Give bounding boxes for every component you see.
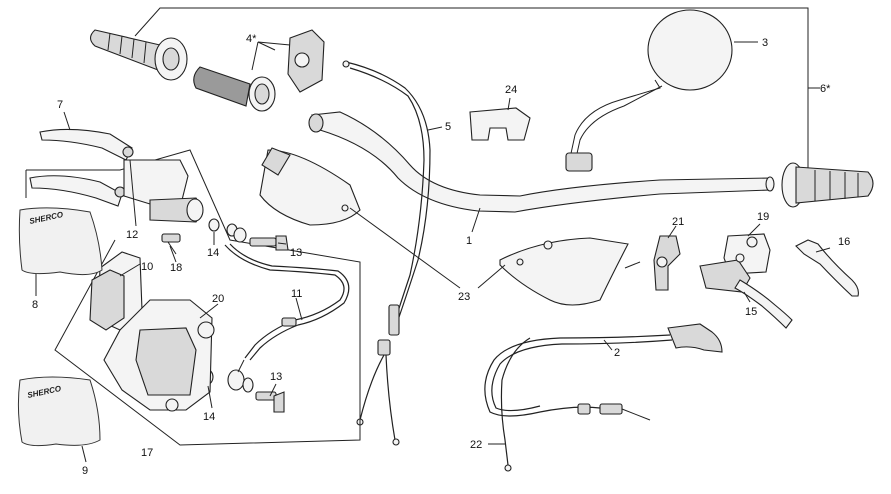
callout-14a: 14 [207,247,219,259]
callout-13a: 13 [290,247,302,259]
callout-22: 22 [470,439,482,451]
clutch-lever-7 [39,128,134,161]
callout-8: 8 [32,299,38,311]
banjo-upper [208,218,289,251]
callout-1: 1 [466,235,472,247]
callout-9: 9 [82,465,88,477]
leader-23b [477,264,506,289]
grease-bag-9: SHERCO [17,376,101,447]
callout-2: 2 [614,347,620,359]
brake-hose [224,243,350,391]
clutch-cable [484,323,723,421]
handlebar [308,111,775,213]
callout-10: 10 [141,261,153,273]
brake-caliper [103,299,215,412]
throttle-cable [342,60,431,446]
callout-14b: 14 [203,411,215,423]
switch-21 [653,235,681,291]
cable-22 [500,337,531,472]
clutch-perch-19 [699,233,771,293]
callout-20: 20 [212,293,224,305]
callout-15: 15 [745,306,757,318]
leader-lines [35,41,831,463]
callout-labels: 1 2 3 4* 5 6* 7 8 9 10 11 12 13 13 14 14… [32,33,850,477]
callout-3: 3 [762,37,768,49]
right-grip [781,162,874,208]
brake-pads [89,251,143,331]
grease-bag-8: SHERCO [18,207,103,276]
mirror [565,9,733,172]
callout-11: 11 [291,288,302,300]
callout-12: 12 [126,229,138,241]
callout-7: 7 [57,99,63,111]
leader-23 [349,207,461,289]
callout-16: 16 [838,236,850,248]
callout-13b: 13 [270,371,282,383]
callout-5: 5 [445,121,451,133]
bleed-screw-18 [161,233,181,255]
callout-19: 19 [757,211,769,223]
lever-16 [795,239,859,297]
callout-21: 21 [672,216,684,228]
callout-24: 24 [505,84,517,96]
grip-group-outline [134,7,820,170]
hand-guard-right [499,237,641,306]
left-grip [89,29,188,81]
callout-17: 17 [141,447,153,459]
callout-23: 23 [458,291,470,303]
throttle-assembly [193,29,325,112]
callout-4: 4* [246,33,257,45]
hand-guard-left [259,147,361,226]
lever-15 [734,279,793,329]
callout-18: 18 [170,262,182,274]
handlebar-clamp [469,107,531,141]
callout-6: 6* [820,83,831,95]
brake-master-cylinder [29,159,204,223]
